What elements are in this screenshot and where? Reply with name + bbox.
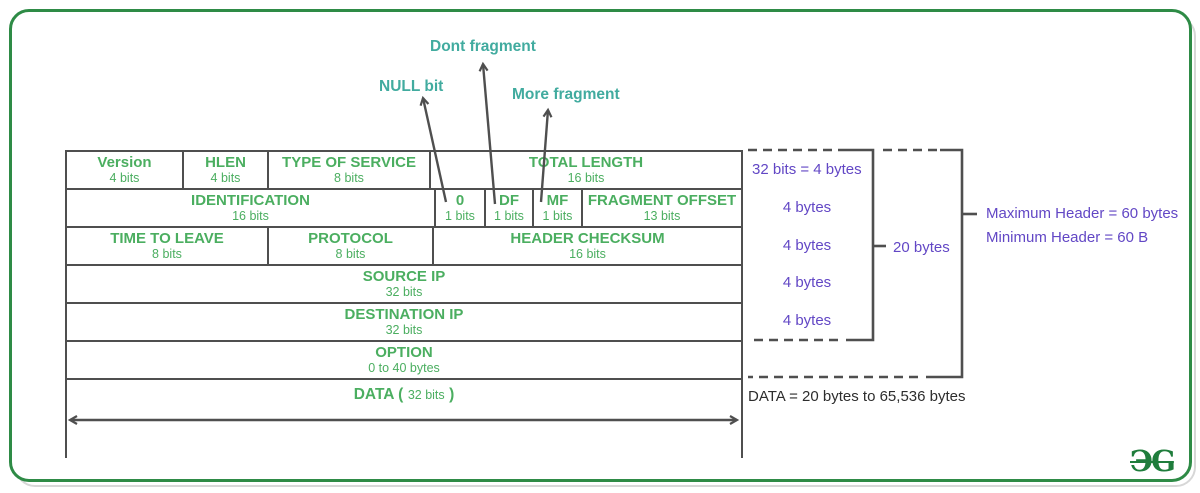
label-dont-fragment: Dont fragment xyxy=(430,38,536,55)
field-version: Version 4 bits xyxy=(67,152,184,188)
size-label-row1: 32 bits = 4 bytes xyxy=(752,161,862,178)
field-type-of-service: TYPE OF SERVICE 8 bits xyxy=(269,152,431,188)
ipv4-header-table: Version 4 bits HLEN 4 bits TYPE OF SERVI… xyxy=(65,150,743,458)
field-flag-df: DF 1 bits xyxy=(486,190,534,226)
field-protocol: PROTOCOL 8 bits xyxy=(269,228,434,264)
field-header-checksum: HEADER CHECKSUM 16 bits xyxy=(510,230,665,261)
size-label-row2: 4 bytes xyxy=(782,199,832,216)
field-time-to-leave: TIME TO LEAVE 8 bits xyxy=(67,228,269,264)
size-label-row4: 4 bytes xyxy=(782,274,832,291)
label-data-range: DATA = 20 bytes to 65,536 bytes xyxy=(748,388,966,405)
table-row: TIME TO LEAVE 8 bits PROTOCOL 8 bits HEA… xyxy=(67,228,741,266)
field-option: OPTION 0 to 40 bytes xyxy=(368,344,440,375)
table-row: SOURCE IP 32 bits xyxy=(67,266,741,304)
size-label-row5: 4 bytes xyxy=(782,312,832,329)
field-flag-mf: MF 1 bits xyxy=(534,190,583,226)
field-destination-ip: DESTINATION IP 32 bits xyxy=(344,306,464,337)
size-label-row3: 4 bytes xyxy=(782,237,832,254)
frame-border xyxy=(9,9,1192,482)
label-more-fragment: More fragment xyxy=(512,86,620,103)
table-row-data: DATA ( 32 bits ) xyxy=(67,380,741,458)
table-row: IDENTIFICATION 16 bits 0 1 bits DF 1 bit… xyxy=(67,190,741,228)
field-fragment-offset: FRAGMENT OFFSET 13 bits xyxy=(587,192,737,223)
field-source-ip: SOURCE IP 32 bits xyxy=(362,268,446,299)
field-flag-zero: 0 1 bits xyxy=(436,190,486,226)
label-maximum-header: Maximum Header = 60 bytes xyxy=(986,205,1179,222)
geeksforgeeks-logo: ЭG xyxy=(1130,444,1176,478)
table-row: DESTINATION IP 32 bits xyxy=(67,304,741,342)
field-identification: IDENTIFICATION 16 bits xyxy=(67,190,436,226)
label-minimum-header: Minimum Header = 60 B xyxy=(986,229,1149,246)
label-null-bit: NULL bit xyxy=(379,78,444,95)
field-total-length: TOTAL LENGTH 16 bits xyxy=(528,154,644,185)
field-hlen: HLEN 4 bits xyxy=(184,152,269,188)
field-data: DATA ( 32 bits ) xyxy=(353,386,455,403)
table-row: Version 4 bits HLEN 4 bits TYPE OF SERVI… xyxy=(67,152,741,190)
table-row: OPTION 0 to 40 bytes xyxy=(67,342,741,380)
size-label-20-bytes: 20 bytes xyxy=(893,239,950,256)
